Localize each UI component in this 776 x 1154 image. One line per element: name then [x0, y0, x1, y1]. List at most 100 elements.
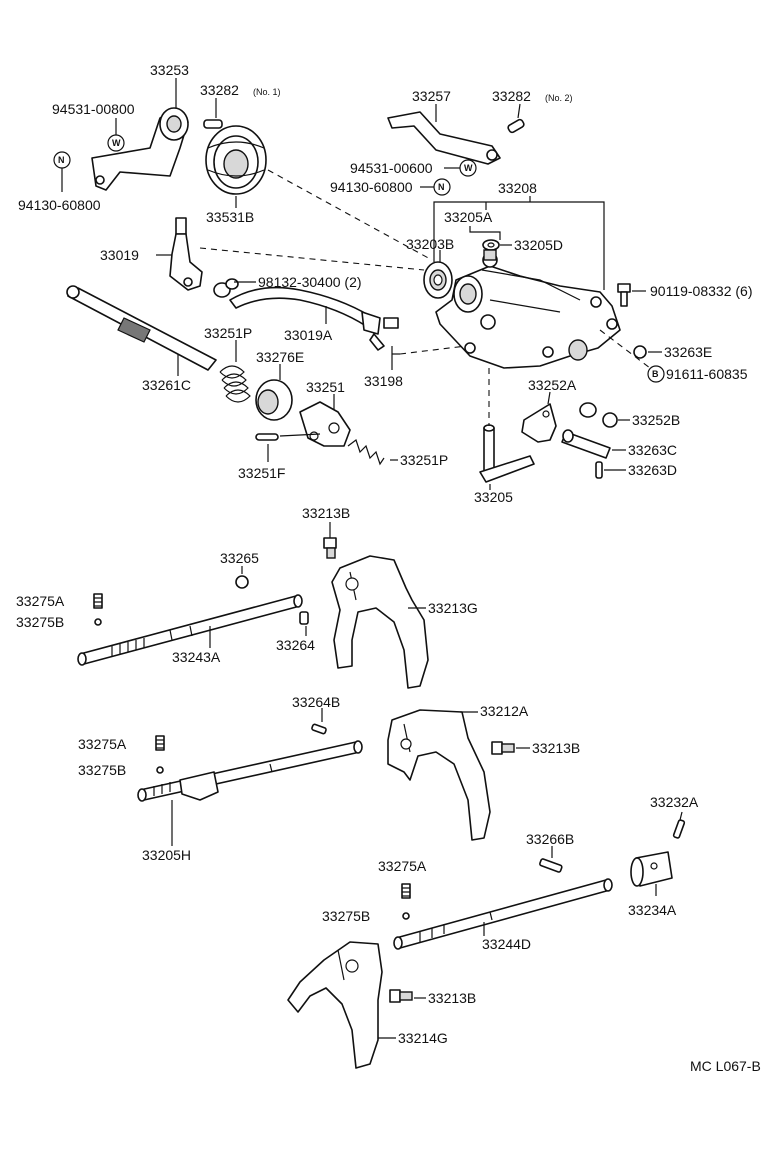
pin-33282-no2 [507, 118, 525, 134]
ball-33265 [235, 575, 249, 589]
washer-33252b [579, 402, 618, 428]
label-33251p-upper: 33251P [204, 325, 252, 341]
label-94130-60800-right: 94130-60800 [330, 179, 413, 195]
label-33531b: 33531B [206, 209, 254, 225]
washer-33205d [482, 239, 500, 251]
figure-code: MC L067-B [690, 1058, 761, 1074]
bolt-symbol-91611-60835: B [647, 365, 665, 383]
label-33263e: 33263E [664, 344, 712, 360]
spring-33251p-upper [219, 365, 251, 403]
label-91611-60835: 91611-60835 [666, 366, 748, 382]
label-33257: 33257 [412, 88, 451, 104]
bracket-33019 [169, 217, 203, 291]
label-33263c: 33263C [628, 442, 677, 458]
label-98132-30400: 98132-30400 (2) [258, 274, 362, 290]
spring-33275a-middle [155, 735, 165, 751]
collar-33234a [630, 851, 673, 887]
svg-text:W: W [464, 163, 473, 173]
svg-text:W: W [112, 138, 121, 148]
label-33252b: 33252B [632, 412, 680, 428]
shaft-33205h [137, 740, 363, 802]
ball-33275b-upper [94, 618, 102, 626]
label-33265: 33265 [220, 550, 259, 566]
fork-33214g [287, 941, 383, 1069]
pin-33251f [255, 433, 279, 441]
ball-33275b-lower [402, 912, 410, 920]
label-33213b-upper: 33213B [302, 505, 350, 521]
label-33275a-middle: 33275A [78, 736, 127, 752]
label-33276e: 33276E [256, 349, 304, 365]
spring-33275a-lower [401, 883, 411, 899]
label-33251f: 33251F [238, 465, 285, 481]
label-33251p-lower: 33251P [400, 452, 448, 468]
label-33275b-middle: 33275B [78, 762, 126, 778]
label-33263d: 33263D [628, 462, 677, 478]
label-33213b-middle: 33213B [532, 740, 580, 756]
label-33213g: 33213G [428, 600, 478, 616]
label-33205: 33205 [474, 489, 513, 505]
label-33275b-upper: 33275B [16, 614, 64, 630]
spring-33251p-lower [347, 439, 385, 466]
nut-symbol-94130-60800-left: N [53, 151, 71, 169]
fork-33212a [387, 709, 491, 841]
pin-33264 [299, 611, 309, 625]
lever-33252a [521, 403, 557, 443]
label-33266b: 33266B [526, 831, 574, 847]
label-33251: 33251 [306, 379, 345, 395]
bolt-33213b-lower [389, 989, 413, 1003]
label-33234a: 33234A [628, 902, 677, 918]
pin-33232a [672, 819, 686, 839]
shift-lever-33253 [91, 107, 189, 191]
label-94531-00600: 94531-00600 [350, 160, 433, 176]
label-33213b-lower: 33213B [428, 990, 476, 1006]
lever-33257 [387, 111, 501, 165]
pin-33282-no1 [203, 119, 223, 129]
shaft-33205 [479, 424, 535, 483]
shift-housing-33208 [435, 249, 621, 369]
pin-33263d [595, 461, 603, 479]
label-33232a: 33232A [650, 794, 699, 810]
label-33282-no1-note: (No. 1) [253, 87, 281, 97]
bolt-33213b-middle [491, 741, 515, 755]
label-33275b-lower: 33275B [322, 908, 370, 924]
pin-33266b [539, 858, 563, 873]
nut-33263e [633, 345, 647, 359]
label-33205h: 33205H [142, 847, 191, 863]
label-33019: 33019 [100, 247, 139, 263]
ball-33275b-middle [156, 766, 164, 774]
spring-33275a-upper [93, 593, 103, 609]
nut-symbol-94130-60800-right: N [433, 178, 451, 196]
fork-33213g [331, 555, 429, 689]
clip-98132-30400 [213, 278, 239, 298]
label-33212a: 33212A [480, 703, 529, 719]
hose-33019a [229, 286, 399, 351]
washer-symbol-94531-00600: W [459, 159, 477, 177]
label-33282-no1: 33282 [200, 82, 239, 98]
svg-text:N: N [58, 155, 65, 165]
label-33264: 33264 [276, 637, 315, 653]
label-94130-60800-left: 94130-60800 [18, 197, 101, 213]
label-33252a: 33252A [528, 377, 577, 393]
svg-text:B: B [652, 369, 659, 379]
bolt-90119-08332 [617, 283, 631, 307]
label-33243a: 33243A [172, 649, 221, 665]
label-33282-no2-note: (No. 2) [545, 93, 573, 103]
label-90119-08332: 90119-08332 (6) [650, 283, 752, 299]
callout-labels: 33253 33282 (No. 1) 94531-00800 94130-60… [16, 62, 761, 1074]
label-33214g: 33214G [398, 1030, 448, 1046]
label-33264b: 33264B [292, 694, 340, 710]
pin-33263c [561, 429, 611, 459]
label-33253: 33253 [150, 62, 189, 78]
label-33205a: 33205A [444, 209, 493, 225]
svg-text:N: N [438, 182, 445, 192]
boot-33531b [205, 125, 267, 195]
shaft-33244d [393, 878, 613, 950]
bolt-33213b-upper [323, 537, 337, 559]
label-33203b: 33203B [406, 236, 454, 252]
label-33275a-upper: 33275A [16, 593, 65, 609]
shaft-33243a [77, 594, 303, 666]
shaft-33261c [66, 285, 217, 371]
label-33261c: 33261C [142, 377, 191, 393]
label-33198: 33198 [364, 373, 403, 389]
